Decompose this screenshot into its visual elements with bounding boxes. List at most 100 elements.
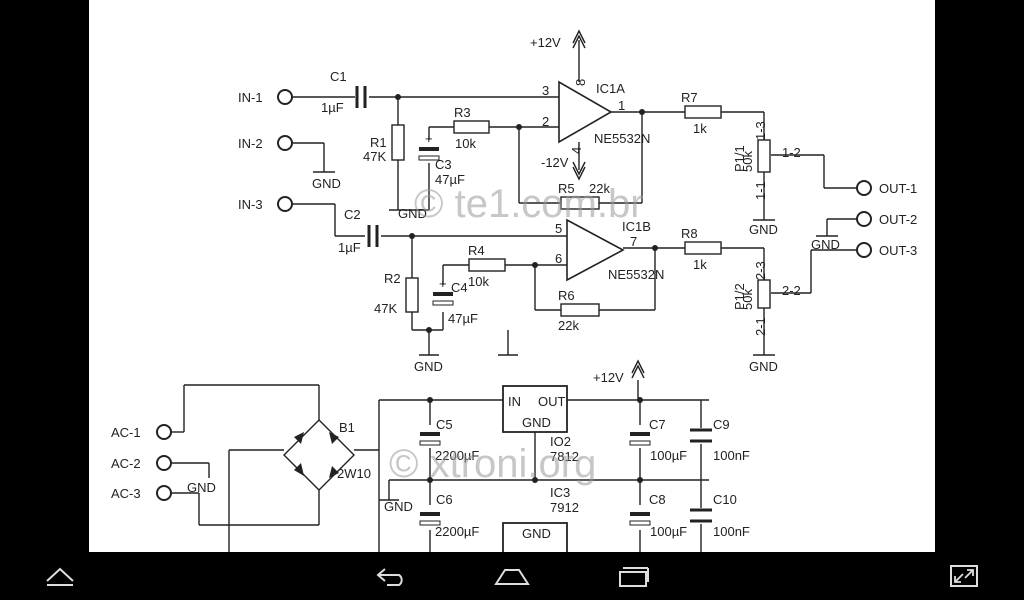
label-io2-out: OUT (538, 394, 566, 409)
home-icon (494, 569, 530, 585)
label-out-1: OUT-1 (879, 181, 917, 196)
label-gnd-ac2: GND (187, 480, 216, 495)
pin-2-1: 2-1 (753, 317, 768, 336)
watermark-te1: © te1.com.br (414, 182, 644, 226)
label-gnd-ps: GND (384, 499, 413, 514)
fullscreen-exit-icon (950, 565, 978, 587)
label-r2-value: 47K (374, 301, 397, 316)
label-r5: R5 (558, 181, 575, 196)
label-p1-2: P1/2 (732, 283, 747, 310)
label-c6-value: 2200µF (435, 524, 479, 539)
label-c9-value: 100nF (713, 448, 750, 463)
keyboard-hide-button[interactable] (28, 552, 92, 600)
label-c6: C6 (436, 492, 453, 507)
pin-8: 8 (573, 79, 588, 86)
label-r1-value: 47K (363, 149, 386, 164)
fullscreen-exit-button[interactable] (932, 552, 996, 600)
recent-apps-icon (619, 567, 649, 587)
label-io2: IO2 (550, 434, 571, 449)
label-r6-value: 22k (558, 318, 579, 333)
label-r8-value: 1k (693, 257, 707, 272)
back-button[interactable] (360, 552, 424, 600)
label-c10-value: 100nF (713, 524, 750, 539)
pin-1: 1 (618, 98, 625, 113)
label-ac-3: AC-3 (111, 486, 141, 501)
label-r4: R4 (468, 243, 485, 258)
label-out-3: OUT-3 (879, 243, 917, 258)
label-p1-1: P1/1 (732, 145, 747, 172)
regulator-ic3-box (502, 522, 568, 552)
label-c1: C1 (330, 69, 347, 84)
label-b1: B1 (339, 420, 355, 435)
pin-4: 4 (569, 147, 584, 154)
label-c4-value: 47µF (448, 311, 478, 326)
schematic-svg: +12V -12V IN-1 IN-2 IN-3 OUT-1 OUT-2 OUT… (111, 29, 917, 552)
recent-apps-button[interactable] (602, 552, 666, 600)
bridge-rectifier-symbol (283, 419, 355, 491)
label-ps-pos-12v: +12V (593, 370, 624, 385)
regulator-io2-box (502, 385, 568, 433)
label-b1-value: 2W10 (337, 466, 371, 481)
label-ic3-value: 7912 (550, 500, 579, 515)
opamp-ic1a-symbol (558, 80, 613, 144)
label-ic3: IC3 (550, 485, 570, 500)
opamp-ic1b-symbol (566, 218, 625, 282)
label-gnd-r1: GND (398, 206, 427, 221)
label-c3-value: 47µF (435, 172, 465, 187)
label-p1-1-value: 50k (740, 151, 755, 172)
label-c2-value: 1µF (338, 240, 361, 255)
label-c7-value: 100µF (650, 448, 687, 463)
label-in-1: IN-1 (238, 90, 263, 105)
label-ic1a-part: NE5532N (594, 131, 650, 146)
label-io2-gnd: GND (522, 415, 551, 430)
pin-2-3: 2-3 (753, 261, 768, 280)
label-out-2: OUT-2 (879, 212, 917, 227)
label-r3-value: 10k (455, 136, 476, 151)
label-r4-value: 10k (468, 274, 489, 289)
label-r8: R8 (681, 226, 698, 241)
label-c5: C5 (436, 417, 453, 432)
home-button[interactable] (480, 552, 544, 600)
label-pos-12v: +12V (530, 35, 561, 50)
circuit-schematic-image: +12V -12V IN-1 IN-2 IN-3 OUT-1 OUT-2 OUT… (89, 0, 935, 552)
watermark-xtroni: © xtroni.org (389, 442, 596, 486)
label-c3-plus: + (425, 131, 433, 146)
pin-2-2: 2-2 (782, 283, 801, 298)
label-gnd-out2: GND (811, 237, 840, 252)
label-r2: R2 (384, 271, 401, 286)
label-c4: C4 (451, 280, 468, 295)
pin-5: 5 (555, 221, 562, 236)
label-gnd-in2: GND (312, 176, 341, 191)
label-ic1b: IC1B (622, 219, 651, 234)
label-r7-value: 1k (693, 121, 707, 136)
label-neg-12v: -12V (541, 155, 569, 170)
pin-2: 2 (542, 114, 549, 129)
pin-1-3: 1-3 (753, 121, 768, 140)
label-c4-plus: + (439, 276, 447, 291)
label-ic1a: IC1A (596, 81, 625, 96)
chevron-up-icon (46, 567, 74, 586)
label-ac-2: AC-2 (111, 456, 141, 471)
image-viewer[interactable]: +12V -12V IN-1 IN-2 IN-3 OUT-1 OUT-2 OUT… (0, 0, 1024, 552)
pin-1-1: 1-1 (753, 181, 768, 200)
label-r7: R7 (681, 90, 698, 105)
label-in-3: IN-3 (238, 197, 263, 212)
pin-1-2: 1-2 (782, 145, 801, 160)
label-c10: C10 (713, 492, 737, 507)
pin-7: 7 (630, 234, 637, 249)
label-gnd-r2: GND (414, 359, 443, 374)
label-c2: C2 (344, 207, 361, 222)
label-c7: C7 (649, 417, 666, 432)
label-c9: C9 (713, 417, 730, 432)
back-arrow-icon (376, 568, 403, 586)
system-navigation-bar (0, 552, 1024, 600)
label-c8: C8 (649, 492, 666, 507)
label-r1: R1 (370, 135, 387, 150)
label-in-2: IN-2 (238, 136, 263, 151)
label-gnd-p1-2: GND (749, 359, 778, 374)
label-c8-value: 100µF (650, 524, 687, 539)
label-c1-value: 1µF (321, 100, 344, 115)
label-gnd-p1-1: GND (749, 222, 778, 237)
label-r6: R6 (558, 288, 575, 303)
label-c3: C3 (435, 157, 452, 172)
